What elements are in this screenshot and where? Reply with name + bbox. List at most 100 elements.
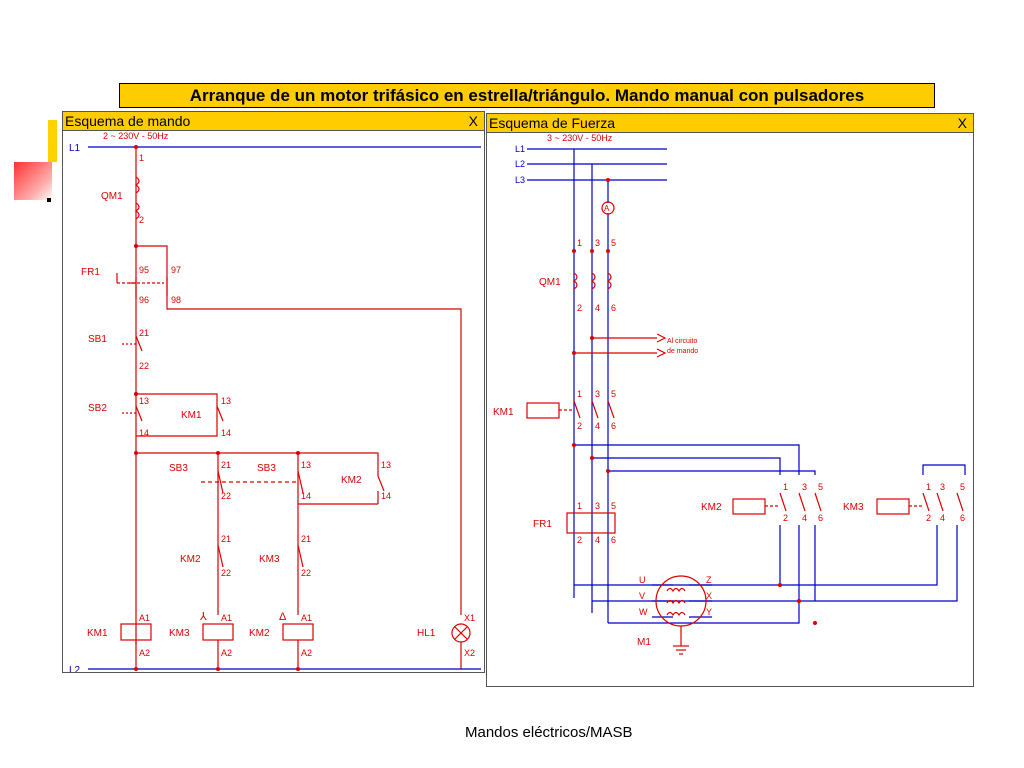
km2-power-coil xyxy=(732,498,766,515)
mando-window-title: Esquema de mando xyxy=(65,113,191,129)
km2-coil xyxy=(282,623,314,641)
svg-text:1: 1 xyxy=(577,238,582,248)
km1-hold-loop xyxy=(136,393,218,437)
svg-text:X1: X1 xyxy=(464,613,475,623)
mando-l2-label: L2 xyxy=(69,665,81,672)
svg-text:3: 3 xyxy=(595,238,600,248)
svg-text:22: 22 xyxy=(301,568,311,578)
svg-text:21: 21 xyxy=(221,534,231,544)
fuerza-close-icon[interactable]: X xyxy=(957,115,967,131)
star-symbol: ⅄ xyxy=(199,611,207,623)
km3-nc-label: KM3 xyxy=(259,554,280,565)
svg-text:4: 4 xyxy=(802,513,807,523)
svg-text:14: 14 xyxy=(221,428,231,438)
svg-text:6: 6 xyxy=(960,513,965,523)
svg-text:1: 1 xyxy=(783,482,788,492)
km1-power-coil xyxy=(526,402,560,419)
svg-text:5: 5 xyxy=(818,482,823,492)
svg-text:L2: L2 xyxy=(515,159,525,169)
qm1-coil-symbol-2 xyxy=(134,202,140,220)
svg-text:X2: X2 xyxy=(464,648,475,658)
svg-text:X: X xyxy=(706,591,712,601)
svg-text:95: 95 xyxy=(139,265,149,275)
fuerza-window-header: Esquema de Fuerza X xyxy=(487,114,973,133)
svg-text:A1: A1 xyxy=(221,613,232,623)
sb3-label: SB3 xyxy=(169,463,188,474)
svg-text:13: 13 xyxy=(381,460,391,470)
svg-text:1: 1 xyxy=(926,482,931,492)
svg-text:1: 1 xyxy=(577,389,582,399)
svg-text:14: 14 xyxy=(381,491,391,501)
sb1-label: SB1 xyxy=(88,334,107,345)
mando-supply-label: 2 ~ 230V - 50Hz xyxy=(103,131,169,141)
fuerza-supply-label: 3 ~ 230V - 50Hz xyxy=(547,133,613,143)
footer-caption: Mandos eléctricos/MASB xyxy=(465,724,633,741)
svg-text:2: 2 xyxy=(577,421,582,431)
fuerza-km1-label: KM1 xyxy=(493,407,514,418)
svg-text:6: 6 xyxy=(611,535,616,545)
fuerza-fr1-label: FR1 xyxy=(533,519,552,530)
svg-text:A1: A1 xyxy=(139,613,150,623)
svg-text:97: 97 xyxy=(171,265,181,275)
hl1-label: HL1 xyxy=(417,628,436,639)
svg-text:A1: A1 xyxy=(301,613,312,623)
mando-window-header: Esquema de mando X xyxy=(63,112,484,131)
svg-text:21: 21 xyxy=(221,460,231,470)
qm1-coil-symbol xyxy=(134,176,140,194)
svg-text:13: 13 xyxy=(301,460,311,470)
decor-yellow-bar xyxy=(48,120,57,162)
control-note-line1: Al circuito xyxy=(667,338,697,345)
svg-text:5: 5 xyxy=(960,482,965,492)
svg-text:14: 14 xyxy=(139,428,149,438)
fuerza-qm1-label: QM1 xyxy=(539,277,561,288)
svg-text:3: 3 xyxy=(595,389,600,399)
svg-text:3: 3 xyxy=(940,482,945,492)
km1-contact-label: KM1 xyxy=(181,410,202,421)
svg-text:4: 4 xyxy=(595,303,600,313)
svg-text:3: 3 xyxy=(595,501,600,511)
km1-coil-label: KM1 xyxy=(87,628,108,639)
page-title: Arranque de un motor trifásico en estrel… xyxy=(119,83,935,108)
svg-text:2: 2 xyxy=(577,535,582,545)
svg-text:Z: Z xyxy=(706,575,712,585)
fuerza-km2-label: KM2 xyxy=(701,502,722,513)
decor-bullet xyxy=(47,198,51,202)
fuerza-window: Esquema de Fuerza X xyxy=(486,113,974,687)
svg-text:21: 21 xyxy=(139,328,149,338)
motor-label: M1 xyxy=(637,637,651,648)
svg-text:21: 21 xyxy=(301,534,311,544)
svg-text:A2: A2 xyxy=(221,648,232,658)
mando-close-icon[interactable]: X xyxy=(468,113,478,129)
svg-text:5: 5 xyxy=(611,389,616,399)
svg-text:13: 13 xyxy=(139,396,149,406)
control-note-line2: de mando xyxy=(667,348,698,355)
fuerza-km3-label: KM3 xyxy=(843,502,864,513)
svg-text:13: 13 xyxy=(221,396,231,406)
decor-red-square xyxy=(14,162,52,200)
svg-text:5: 5 xyxy=(611,501,616,511)
svg-text:W: W xyxy=(639,607,648,617)
fuerza-diagram: 3 ~ 230V - 50Hz L1 L2 L3 A QM1 1 3 5 2 4… xyxy=(493,133,966,655)
qm1-label: QM1 xyxy=(101,191,123,202)
ammeter-symbol xyxy=(601,201,615,215)
svg-text:L1: L1 xyxy=(515,144,525,154)
fr1-thermal-relay xyxy=(566,512,616,534)
svg-text:Y: Y xyxy=(706,607,712,617)
svg-text:2: 2 xyxy=(139,215,144,225)
fr1-label: FR1 xyxy=(81,267,100,278)
svg-text:4: 4 xyxy=(595,421,600,431)
sb2-label: SB2 xyxy=(88,403,107,414)
fuerza-window-title: Esquema de Fuerza xyxy=(489,115,616,131)
svg-text:98: 98 xyxy=(171,295,181,305)
mando-l1-label: L1 xyxy=(69,143,81,154)
svg-text:2: 2 xyxy=(577,303,582,313)
km2-coil-label: KM2 xyxy=(249,628,270,639)
svg-text:3: 3 xyxy=(802,482,807,492)
svg-text:5: 5 xyxy=(611,238,616,248)
mando-window: Esquema de mando X xyxy=(62,111,485,673)
sb3-label-2: SB3 xyxy=(257,463,276,474)
svg-text:6: 6 xyxy=(818,513,823,523)
mando-diagram: 2 ~ 230V - 50Hz L1 L2 QM1 1 2 FR1 95 97 … xyxy=(69,131,481,672)
svg-text:2: 2 xyxy=(783,513,788,523)
fr1-hl1-wire xyxy=(136,245,462,615)
